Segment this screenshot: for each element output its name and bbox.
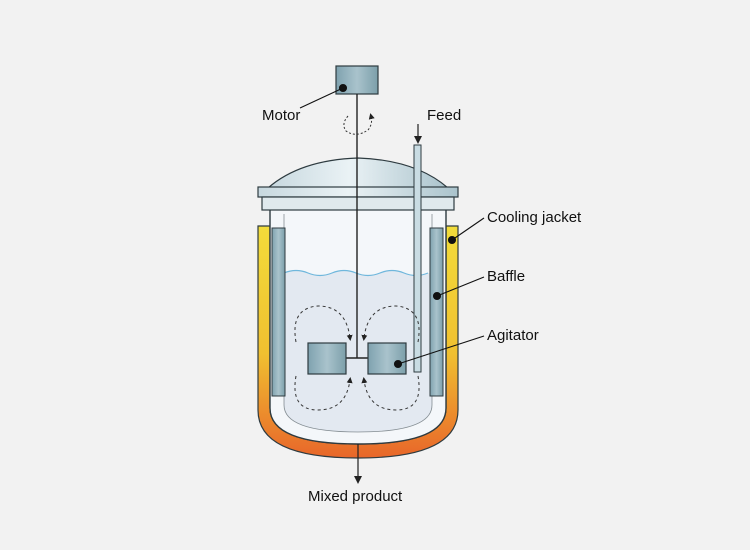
mixed-product-label: Mixed product: [308, 488, 403, 505]
agitator-blade-left: [307, 342, 347, 375]
feed-tube: [413, 144, 422, 373]
vessel-inner-wall: [283, 214, 433, 433]
baffle-right: [429, 227, 444, 397]
lid-flange: [261, 196, 455, 211]
motor-label: Motor: [262, 107, 301, 124]
agitator-label: Agitator: [487, 327, 539, 344]
baffle-label: Baffle: [487, 268, 526, 285]
liquid-surface: [283, 269, 429, 277]
lid-dome: [266, 157, 450, 189]
feed-label: Feed: [427, 107, 462, 124]
agitator-blade-right: [367, 342, 407, 375]
baffle-left: [271, 227, 286, 397]
lid-rim: [257, 186, 459, 198]
cooling-jacket-label: Cooling jacket: [487, 209, 582, 226]
rotation-arrow-icon: [343, 113, 375, 135]
liquid: [284, 270, 432, 432]
callouts: [299, 83, 485, 369]
circulation-flow: [294, 305, 420, 411]
